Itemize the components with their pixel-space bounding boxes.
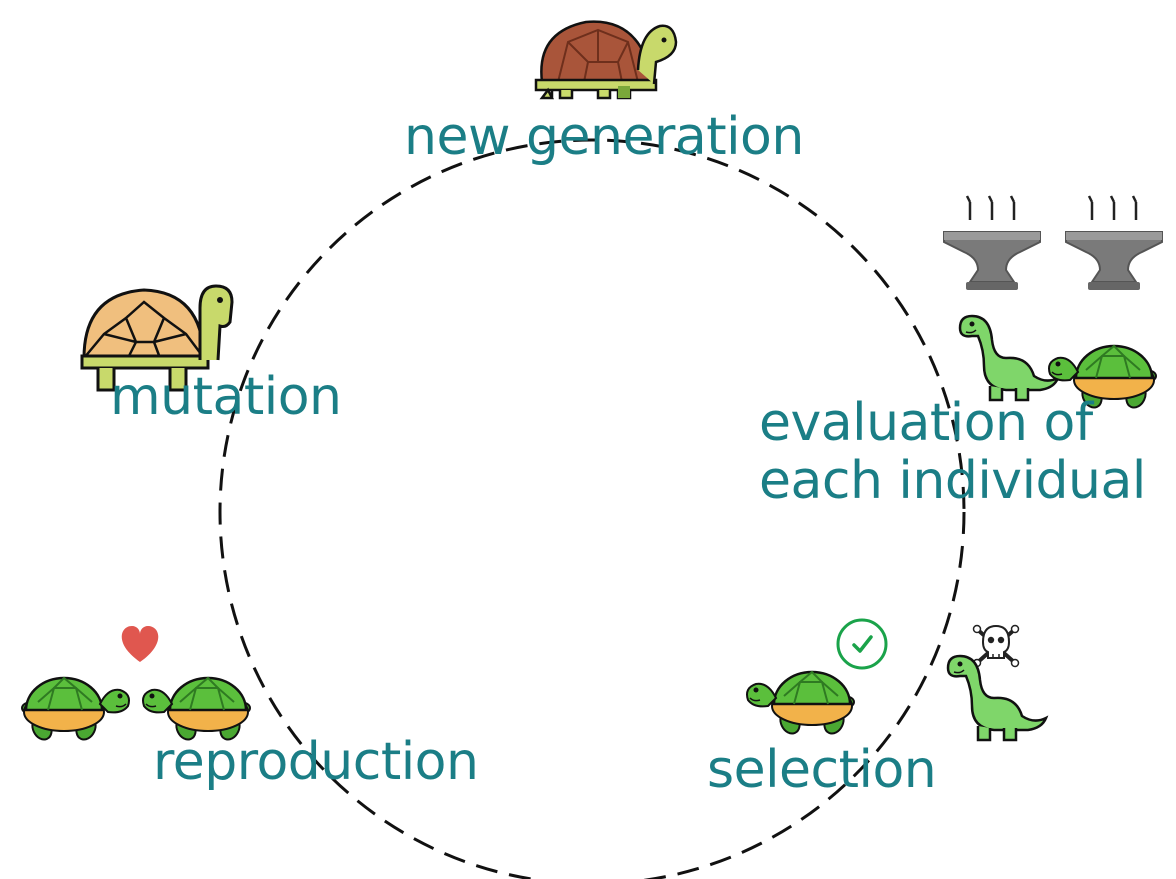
dinosaur-icon	[958, 314, 1060, 402]
stage-label-line: evaluation of	[759, 393, 1093, 453]
stage-label-line: reproduction	[153, 732, 479, 792]
brown-tortoise-icon	[534, 20, 678, 100]
stage-label-reproduction: reproduction	[153, 732, 479, 792]
stage-label-line: new generation	[404, 107, 804, 167]
heart-icon	[121, 626, 159, 662]
dinosaur-icon	[946, 654, 1048, 742]
green-turtle-icon	[745, 670, 856, 738]
anvil-icon	[942, 194, 1042, 292]
green-turtle-icon	[20, 676, 131, 744]
stage-label-evaluation: evaluation of each individual	[759, 393, 1146, 512]
stage-label-mutation: mutation	[110, 367, 342, 427]
stage-label-new-generation: new generation	[404, 108, 804, 166]
tan-tortoise-icon	[80, 284, 234, 392]
checkmark-icon	[836, 618, 888, 670]
stage-label-line: each individual	[759, 451, 1146, 512]
stage-label-line: mutation	[110, 367, 342, 427]
skull-crossbones-icon	[972, 624, 1020, 668]
anvil-icon	[1064, 194, 1164, 292]
cycle-circle	[218, 138, 966, 879]
stage-label-line: selection	[707, 740, 937, 800]
stage-label-selection: selection	[707, 740, 937, 800]
